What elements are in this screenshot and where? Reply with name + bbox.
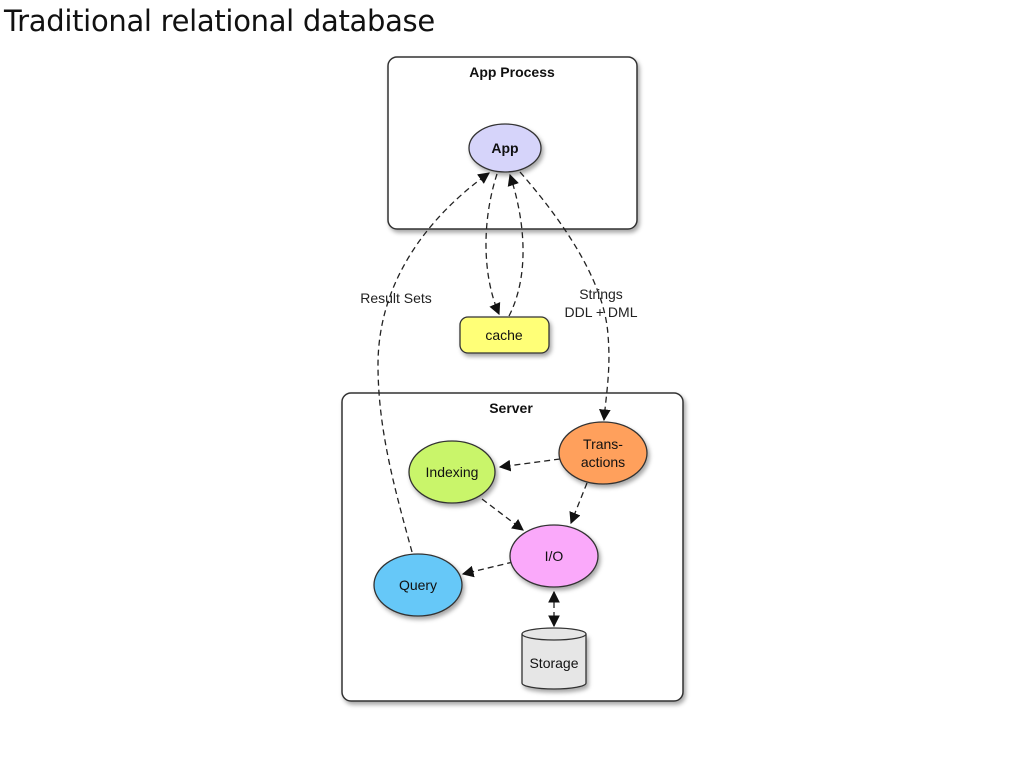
ddl-dml-label: DDL + DML <box>564 304 637 320</box>
transactions-label-line1: Trans- <box>583 436 623 452</box>
transactions-label-line2: actions <box>581 454 625 470</box>
edges <box>377 171 611 628</box>
result-sets-label: Result Sets <box>360 290 432 306</box>
server-title: Server <box>489 400 533 416</box>
edge-indexing-to-io <box>481 498 524 531</box>
strings-label: Strings <box>579 286 623 302</box>
app-node-label: App <box>491 140 518 156</box>
slide-title: Traditional relational database <box>4 4 435 38</box>
edge-app-to-transactions <box>519 171 611 422</box>
edge-transactions-to-indexing <box>498 458 561 472</box>
app-process-title: App Process <box>469 64 555 80</box>
indexing-label: Indexing <box>426 464 479 480</box>
cache-node: cache <box>459 316 550 354</box>
io-node: I/O <box>509 524 599 588</box>
edge-query-to-app <box>377 172 490 553</box>
query-label: Query <box>399 577 437 593</box>
indexing-node: Indexing <box>408 440 496 504</box>
io-label: I/O <box>545 548 564 564</box>
edge-io-to-query <box>461 561 514 578</box>
edge-transactions-to-io <box>569 482 588 525</box>
transactions-node: Trans- actions <box>558 421 648 485</box>
edge-cache-to-app <box>507 173 524 317</box>
app-node: App <box>468 123 542 173</box>
cache-label: cache <box>485 327 523 343</box>
storage-label: Storage <box>529 655 578 671</box>
edge-app-to-cache <box>485 173 501 316</box>
storage-node: Storage <box>521 627 587 690</box>
query-node: Query <box>373 553 463 617</box>
